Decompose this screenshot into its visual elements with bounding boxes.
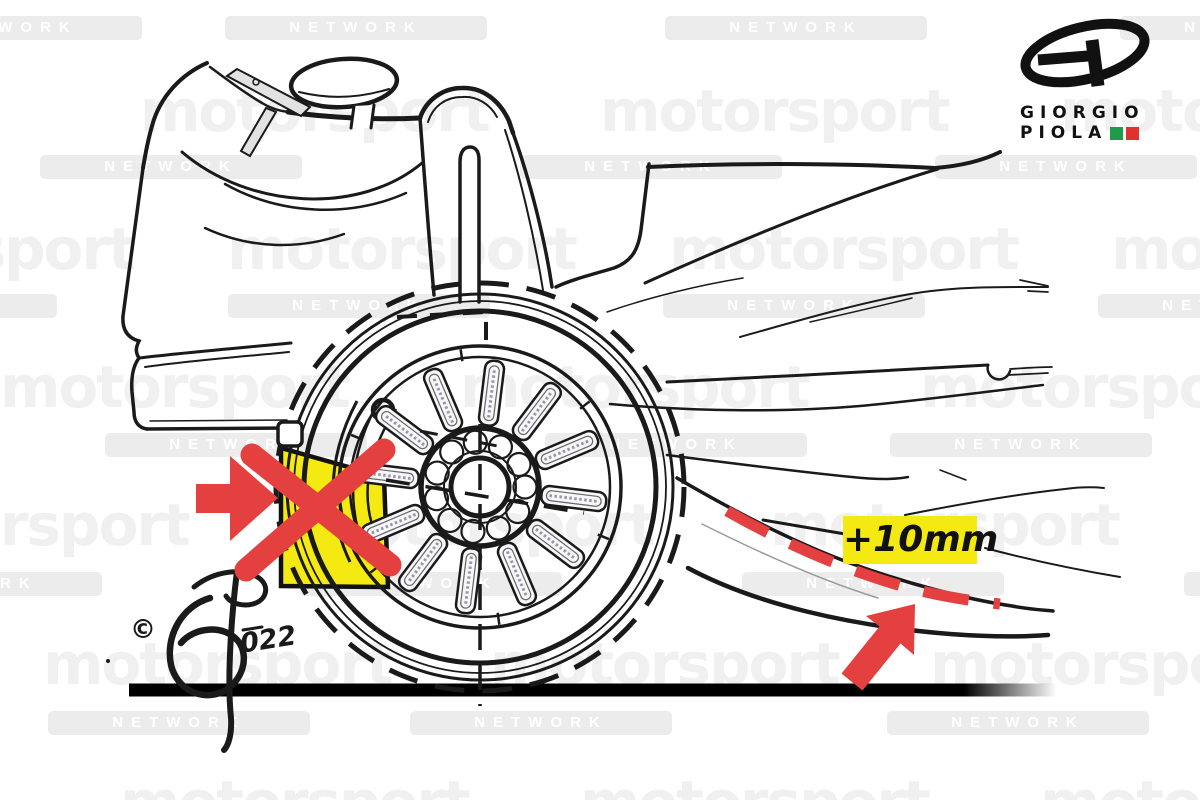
watermark-brand-text: motorsport	[305, 491, 656, 559]
watermark-network-badge: NETWORK	[545, 433, 807, 457]
watermark-brand-text: motorsport	[460, 353, 811, 421]
watermark-brand-text: motorsport	[0, 491, 191, 559]
valve-detail	[370, 397, 396, 423]
floor-drawing	[608, 363, 1121, 639]
watermark-brand-text: motorsport	[120, 773, 471, 800]
watermark-brand-text: motorsport	[43, 630, 394, 698]
watermark-network-badge: NETWORK	[663, 294, 925, 318]
watermark-network-badge: NETWORK	[228, 294, 490, 318]
red-arrow-left-icon	[196, 456, 278, 541]
copyright-symbol: ©	[130, 615, 156, 645]
watermark-network-badge: NETWORK	[40, 155, 302, 179]
watermark-brand-text: motorsport	[920, 353, 1200, 421]
mirror-stay-blade	[239, 106, 278, 158]
measurement-label: +10mm	[843, 516, 998, 564]
watermark-brand-text: motorsport	[580, 773, 931, 800]
signature-year: 022	[238, 620, 299, 659]
rear-wheel-drawing	[273, 280, 687, 706]
wheel-hub	[418, 425, 542, 549]
watermark-network-badge: NETWORK	[742, 572, 1004, 596]
watermark-brand-text: motorsport	[1040, 773, 1200, 800]
artist-signature: © 022	[106, 568, 299, 753]
watermark-brand-text: motorsport	[669, 215, 1020, 283]
watermark-brand-text: motorsport	[930, 630, 1200, 698]
watermark-network-badge: NETWORK	[665, 16, 927, 40]
watermark-network-badge: NETWORK	[105, 433, 367, 457]
logo-name-line2: PIOLA	[1008, 123, 1178, 143]
floor-edge-highlight-box	[278, 445, 391, 590]
watermark-network-badge: NETWORK	[225, 16, 487, 40]
label-pointer-line	[761, 518, 847, 536]
watermark-network-badge: NETWORK	[300, 572, 562, 596]
watermark-brand-text: motorsport	[0, 353, 351, 421]
red-cross-icon	[234, 438, 402, 582]
watermark-network-badge: NETWORK	[410, 711, 672, 735]
watermark-brand-text: motorsport	[490, 630, 841, 698]
hub-scallops	[423, 429, 538, 545]
giorgio-piola-logo: GIORGIO PIOLA	[1008, 14, 1178, 143]
watermark-network-badge: NETWORK	[935, 155, 1197, 179]
watermark-brand-text: motorsport	[227, 215, 578, 283]
watermark-network-badge: NETWORK	[887, 711, 1149, 735]
wheel-spokes	[352, 359, 608, 615]
watermark-brand-text: motorsport	[600, 77, 951, 145]
watermark-network-badge: NETWORK	[48, 711, 310, 735]
watermark-brand-text: motorsport	[0, 215, 136, 283]
red-arrow-floor-icon	[841, 604, 915, 691]
watermark-brand-text: motorsport	[140, 77, 491, 145]
watermark-network-badge: NETWORK	[1098, 294, 1200, 318]
centerline-horizontal	[385, 478, 585, 515]
gp-monogram-icon	[1020, 18, 1150, 88]
mirror-pod	[288, 56, 400, 110]
watermark-network-badge: NETWORK	[0, 294, 57, 318]
watermark-network-badge: NETWORK	[890, 433, 1152, 457]
watermark-network-badge: NETWORK	[1184, 572, 1200, 596]
watermark-network-badge: NETWORK	[0, 16, 142, 40]
watermark-network-badge: NETWORK	[0, 572, 102, 596]
mirror-stay-blade	[225, 67, 312, 118]
logo-name-text: PIOLA	[1020, 123, 1108, 143]
logo-name-line1: GIORGIO	[1020, 103, 1145, 123]
watermark-brand-text: motorsport	[1111, 215, 1200, 283]
italian-flag-green-icon	[1110, 126, 1124, 140]
watermark-network-badge: NETWORK	[520, 155, 782, 179]
italian-flag-red-icon	[1126, 126, 1140, 140]
bodywork-drawing	[121, 56, 1049, 431]
tire-dashed-outline	[273, 280, 687, 694]
